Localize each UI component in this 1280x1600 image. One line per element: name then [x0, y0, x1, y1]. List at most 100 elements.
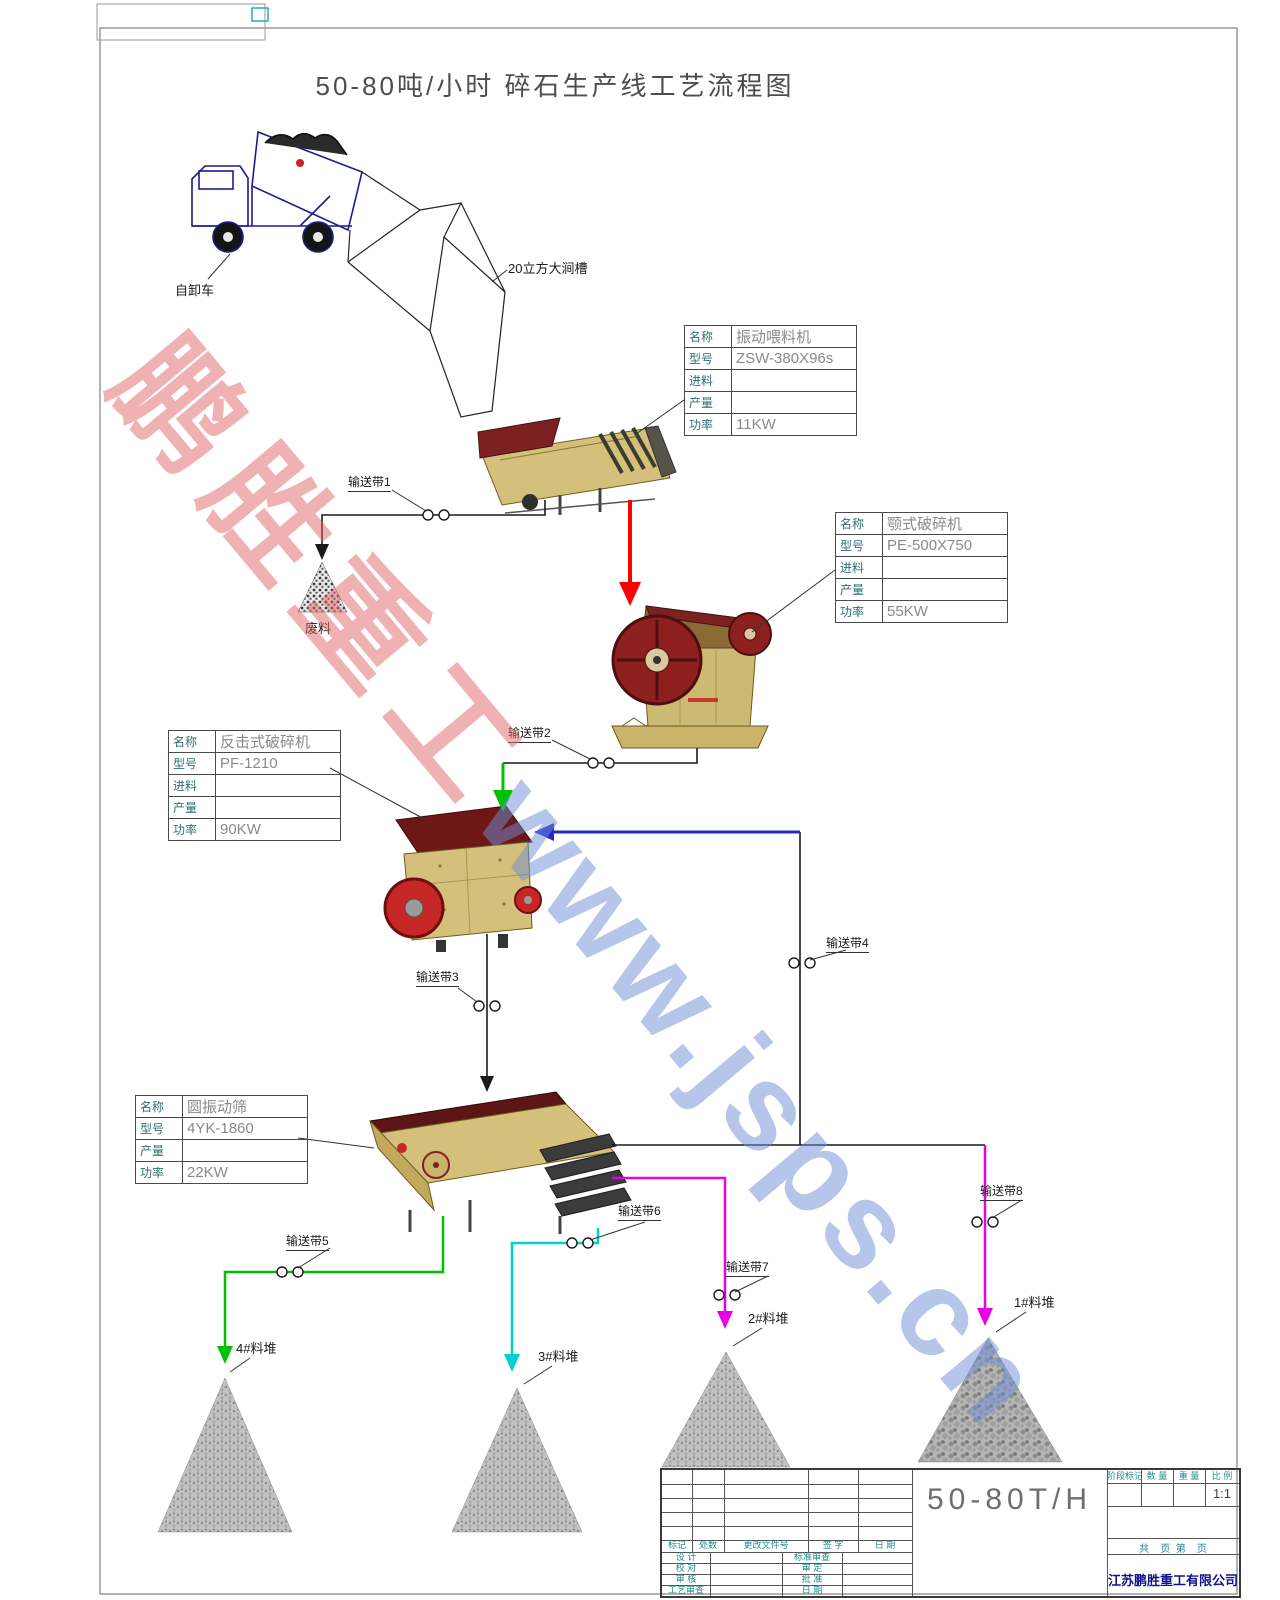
rev-header: 标记: [667, 1540, 686, 1550]
spec-value: [731, 391, 857, 414]
spec-value: 振动喂料机: [731, 325, 857, 348]
flow-lines: [217, 500, 993, 1372]
spec-key: 功率: [168, 818, 216, 841]
spec-key: 进料: [168, 774, 216, 797]
spec-value: 4YK-1860: [182, 1117, 308, 1140]
conveyor-symbol-7: [713, 1289, 741, 1301]
belt8-label: 输送带8: [980, 1182, 1023, 1201]
spec-key: 名称: [684, 325, 732, 348]
spec-value: ZSW-380X96s: [731, 347, 857, 370]
company-name: 江苏鹏胜重工有限公司: [1107, 1573, 1238, 1588]
stockpile-4-image: [157, 1377, 293, 1533]
spec-key: 产量: [835, 578, 883, 601]
spec-key: 产量: [684, 391, 732, 414]
role-label: 校 对: [675, 1563, 697, 1573]
page-title: 50-80吨/小时 碎石生产线工艺流程图: [315, 71, 795, 101]
conveyor-symbol-3: [473, 1000, 501, 1012]
spec-value: [215, 774, 341, 797]
belt6-label: 输送带6: [618, 1202, 661, 1221]
spec-value: [215, 796, 341, 819]
pile1-label: 1#料堆: [1014, 1295, 1055, 1310]
conveyor-symbol-5: [276, 1266, 304, 1278]
dump-truck-image: [191, 130, 363, 253]
model-code: 50-80T/H: [926, 1483, 1093, 1516]
role-label: 批 准: [801, 1574, 823, 1584]
waste-label: 废料: [305, 621, 332, 636]
spec-value: 90KW: [215, 818, 341, 841]
stage-header: 数 量: [1146, 1471, 1168, 1481]
conveyor-symbol-1: [422, 509, 450, 521]
role-label: 审 定: [801, 1563, 823, 1573]
belt3-label: 输送带3: [416, 968, 459, 987]
spec-key: 功率: [835, 600, 883, 623]
spec-value: 11KW: [731, 413, 857, 436]
spec-key: 进料: [835, 556, 883, 579]
stockpile-3-image: [451, 1387, 583, 1533]
rev-header: 处数: [698, 1540, 717, 1550]
belt4-label: 输送带4: [826, 934, 869, 953]
impact-crusher-image: [383, 805, 542, 952]
spec-key: 名称: [168, 730, 216, 753]
hopper-drawing: [347, 171, 506, 418]
spec-key: 进料: [684, 369, 732, 392]
jaw-crusher-image: [611, 605, 772, 749]
role-label: 设 计: [675, 1552, 697, 1562]
leader-lines: [207, 253, 1027, 1385]
title-block: 标记 处数 更改文件号 签 字 日 期 设 计 校 对 审 核 工艺审查 标准审…: [660, 1468, 1241, 1598]
spec-value: [882, 578, 1008, 601]
spec-key: 型号: [135, 1117, 183, 1140]
conveyor-symbol-4: [788, 957, 816, 969]
spec-key: 产量: [135, 1139, 183, 1162]
stage-header: 重 量: [1178, 1471, 1200, 1481]
vibrating-feeder-image: [477, 417, 677, 515]
role-label: 标准审查: [793, 1552, 830, 1562]
spec-key: 功率: [135, 1161, 183, 1184]
conveyor-symbol-6: [566, 1237, 594, 1249]
spec-key: 产量: [168, 796, 216, 819]
hopper-label: 20立方大涧槽: [508, 261, 588, 276]
conveyor-symbols: [276, 509, 999, 1301]
role-label: 审 核: [675, 1574, 697, 1584]
spec-key: 型号: [168, 752, 216, 775]
pile3-label: 3#料堆: [538, 1349, 579, 1364]
belt1-label: 输送带1: [348, 473, 391, 492]
pile2-label: 2#料堆: [748, 1311, 789, 1326]
vibrating-screen-image: [369, 1091, 632, 1234]
stage-header: 比 例: [1211, 1471, 1233, 1481]
conveyor-symbol-8: [971, 1216, 999, 1228]
spec-value: 22KW: [182, 1161, 308, 1184]
spec-value: 圆振动筛: [182, 1095, 308, 1118]
pile4-label: 4#料堆: [236, 1341, 277, 1356]
rev-header: 更改文件号: [743, 1540, 789, 1550]
spec-key: 功率: [684, 413, 732, 436]
role-label: 日 期: [801, 1585, 823, 1595]
spec-value: 55KW: [882, 600, 1008, 623]
spec-value: 颚式破碎机: [882, 512, 1008, 535]
spec-key: 型号: [835, 534, 883, 557]
belt7-label: 输送带7: [726, 1258, 769, 1277]
belt2-label: 输送带2: [508, 724, 551, 743]
sheet-frame: [96, 3, 1238, 1595]
spec-value: PE-500X750: [882, 534, 1008, 557]
role-label: 工艺审查: [667, 1585, 704, 1595]
stockpile-2-image: [661, 1351, 791, 1468]
stage-header: 阶段标记: [1107, 1471, 1141, 1481]
sheet-info: 共 页 第 页: [1139, 1544, 1207, 1555]
spec-key: 型号: [684, 347, 732, 370]
spec-value: 反击式破碎机: [215, 730, 341, 753]
scale-value: 1:1: [1212, 1486, 1232, 1501]
truck-label: 自卸车: [175, 283, 215, 298]
waste-pile-image: [297, 561, 348, 613]
spec-value: [731, 369, 857, 392]
stockpile-1-image: [917, 1337, 1063, 1463]
conveyor-symbol-2: [587, 757, 615, 769]
spec-key: 名称: [135, 1095, 183, 1118]
spec-value: PF-1210: [215, 752, 341, 775]
belt5-label: 输送带5: [286, 1232, 329, 1251]
